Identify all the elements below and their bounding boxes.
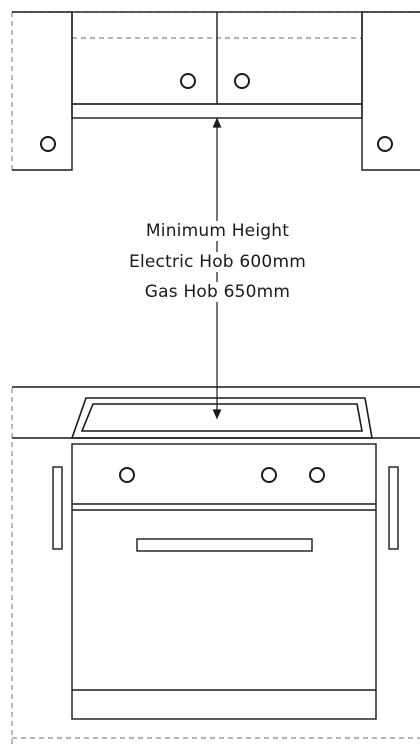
knob-icon: [40, 136, 56, 152]
knob-icon: [234, 73, 250, 89]
arrow-up-icon: [212, 117, 222, 128]
hob-inner: [80, 403, 363, 432]
extractor-hood: [71, 103, 363, 119]
left-unit-handle: [52, 466, 63, 550]
knob-icon: [261, 467, 277, 483]
label-electric-hob: Electric Hob 600mm: [110, 252, 325, 272]
oven: [52, 443, 399, 720]
hob: [70, 397, 373, 439]
oven-body: [71, 443, 377, 720]
knob-icon: [180, 73, 196, 89]
knob-icon: [377, 136, 393, 152]
oven-knobs: [119, 467, 325, 483]
right-unit-handle: [388, 466, 399, 550]
hob-outer: [70, 397, 373, 439]
arrow-down-icon: [212, 409, 222, 420]
upper-cabinets: [12, 11, 420, 171]
label-minimum-height: Minimum Height: [110, 221, 325, 241]
knob-icon: [119, 467, 135, 483]
oven-door-handle: [136, 538, 313, 552]
label-gas-hob: Gas Hob 650mm: [110, 282, 325, 302]
cabinet-knobs: [40, 73, 393, 152]
knob-icon: [309, 467, 325, 483]
